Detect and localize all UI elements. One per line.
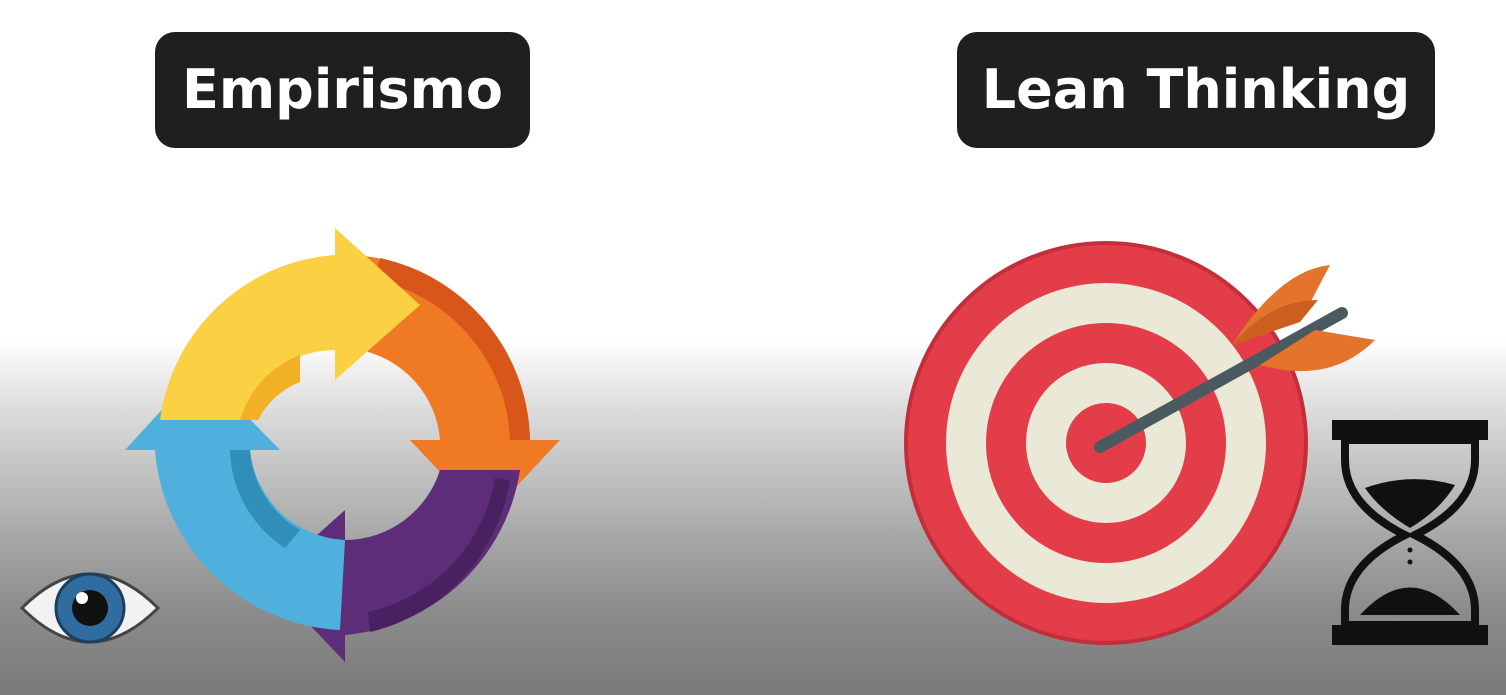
target-arrow-icon — [904, 241, 1375, 645]
lean-thinking-title: Lean Thinking — [957, 32, 1435, 148]
cycle-arrows-icon — [125, 228, 560, 662]
eye-icon — [19, 572, 161, 644]
hourglass-icon — [1332, 420, 1488, 645]
empirismo-title: Empirismo — [155, 32, 530, 148]
